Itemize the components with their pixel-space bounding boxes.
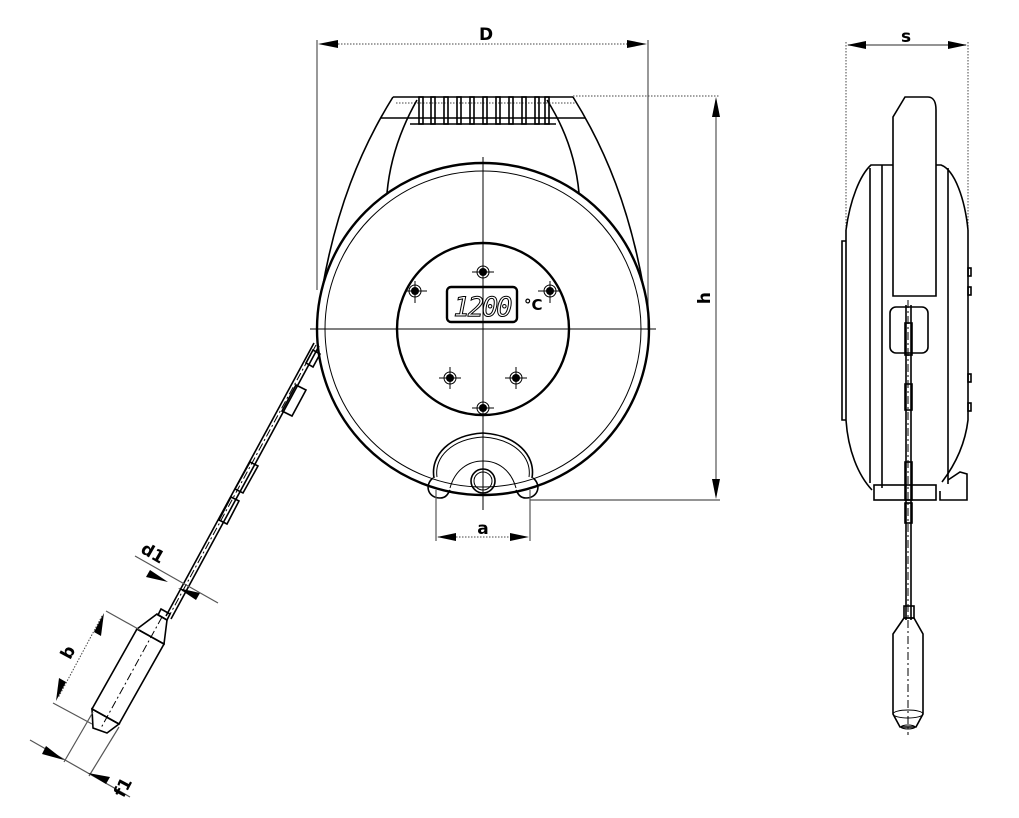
dimension-h: h xyxy=(530,97,720,501)
temperature-unit: °C xyxy=(524,296,543,314)
dimension-label-f1: f1 xyxy=(110,774,137,800)
display-plate: 1200 °C xyxy=(395,241,571,417)
screw-icon xyxy=(538,281,560,303)
dimension-label-d1: d1 xyxy=(137,539,168,568)
side-probe xyxy=(892,605,924,730)
lcd-display xyxy=(445,285,519,324)
cable xyxy=(165,342,322,620)
screw-icon xyxy=(472,401,494,415)
dimension-b: b xyxy=(52,610,141,725)
dimension-label-D: D xyxy=(479,25,493,45)
screw-icon xyxy=(505,367,527,389)
dimension-f1: f1 xyxy=(29,711,137,801)
front-view: D xyxy=(310,25,720,541)
dimension-label-h: h xyxy=(695,292,715,304)
handle-grip-ribs xyxy=(418,96,550,125)
dimension-D: D xyxy=(316,25,649,330)
screw-icon xyxy=(405,281,427,303)
lcd-reading: 1200 xyxy=(453,292,511,323)
probe-detail: d1 b f1 xyxy=(29,342,322,801)
screw-icon xyxy=(439,367,461,389)
probe-sensor xyxy=(90,607,172,734)
screw-icon xyxy=(472,265,494,279)
dimension-label-s: s xyxy=(901,27,911,47)
reel-body xyxy=(310,157,656,510)
dimension-label-a: a xyxy=(477,519,488,539)
cable-outlet xyxy=(427,432,539,499)
reel-handle xyxy=(321,95,720,291)
dimension-s: s xyxy=(845,27,969,230)
dimension-a: a xyxy=(435,490,531,541)
side-view: s xyxy=(841,27,972,735)
dimension-label-b: b xyxy=(57,643,80,663)
